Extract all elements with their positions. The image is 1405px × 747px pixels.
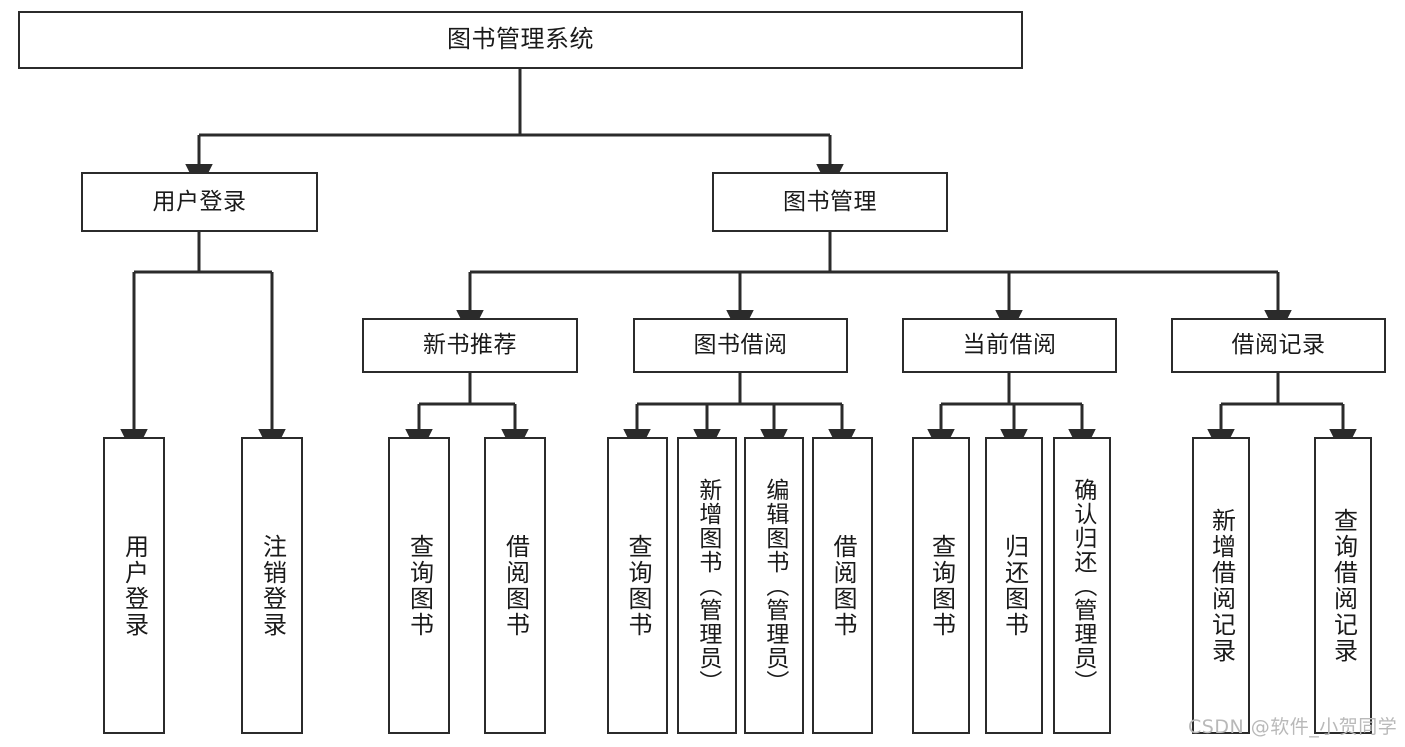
- node-leaf-logout-label: 注销登录: [258, 533, 287, 638]
- node-leaf-add-borrow-record-label: 新增借阅记录: [1207, 507, 1236, 664]
- node-leaf-return-book-label: 归还图书: [1000, 533, 1029, 638]
- node-leaf-query-borrow-record-label: 查询借阅记录: [1329, 507, 1358, 664]
- node-leaf-return-book[interactable]: 归还图书: [985, 437, 1043, 734]
- node-book-borrow-label: 图书借阅: [693, 332, 788, 359]
- node-leaf-query-book-borrow[interactable]: 查询图书: [607, 437, 668, 734]
- node-leaf-query-borrow-record[interactable]: 查询借阅记录: [1314, 437, 1372, 734]
- node-leaf-edit-book-admin-label: 编辑图书（管理员）: [761, 477, 788, 694]
- node-leaf-borrow-book-newbook[interactable]: 借阅图书: [484, 437, 546, 734]
- node-leaf-confirm-return-admin-label: 确认归还（管理员）: [1069, 477, 1096, 694]
- node-leaf-borrow-book-label: 借阅图书: [828, 533, 857, 638]
- node-leaf-logout[interactable]: 注销登录: [241, 437, 303, 734]
- node-leaf-confirm-return-admin[interactable]: 确认归还（管理员）: [1053, 437, 1111, 734]
- node-new-book-recommend-label: 新书推荐: [423, 332, 517, 359]
- node-leaf-query-book-newbook-label: 查询图书: [405, 533, 434, 638]
- node-book-management-label: 图书管理: [783, 188, 877, 215]
- node-current-borrow-label: 当前借阅: [962, 332, 1057, 359]
- watermark: CSDN @软件_小贺同学: [1188, 716, 1398, 738]
- node-root-book-management-system[interactable]: 图书管理系统: [18, 11, 1023, 69]
- node-root-label: 图书管理系统: [447, 25, 594, 54]
- node-leaf-query-book-current[interactable]: 查询图书: [912, 437, 970, 734]
- node-leaf-query-book-current-label: 查询图书: [927, 533, 956, 638]
- node-leaf-borrow-book[interactable]: 借阅图书: [812, 437, 873, 734]
- node-current-borrow[interactable]: 当前借阅: [902, 318, 1117, 373]
- node-leaf-user-login-label: 用户登录: [120, 533, 149, 638]
- node-leaf-add-book-admin[interactable]: 新增图书（管理员）: [677, 437, 737, 734]
- node-borrow-record-label: 借阅记录: [1231, 332, 1326, 359]
- node-book-management[interactable]: 图书管理: [712, 172, 948, 232]
- node-leaf-query-book-newbook[interactable]: 查询图书: [388, 437, 450, 734]
- node-book-borrow[interactable]: 图书借阅: [633, 318, 848, 373]
- node-leaf-query-book-borrow-label: 查询图书: [623, 533, 652, 638]
- node-user-login[interactable]: 用户登录: [81, 172, 318, 232]
- node-leaf-user-login[interactable]: 用户登录: [103, 437, 165, 734]
- node-leaf-add-borrow-record[interactable]: 新增借阅记录: [1192, 437, 1250, 734]
- node-new-book-recommend[interactable]: 新书推荐: [362, 318, 578, 373]
- node-leaf-add-book-admin-label: 新增图书（管理员）: [694, 477, 721, 694]
- node-borrow-record[interactable]: 借阅记录: [1171, 318, 1386, 373]
- node-user-login-label: 用户登录: [152, 188, 247, 215]
- node-leaf-edit-book-admin[interactable]: 编辑图书（管理员）: [744, 437, 804, 734]
- node-leaf-borrow-book-newbook-label: 借阅图书: [501, 533, 530, 638]
